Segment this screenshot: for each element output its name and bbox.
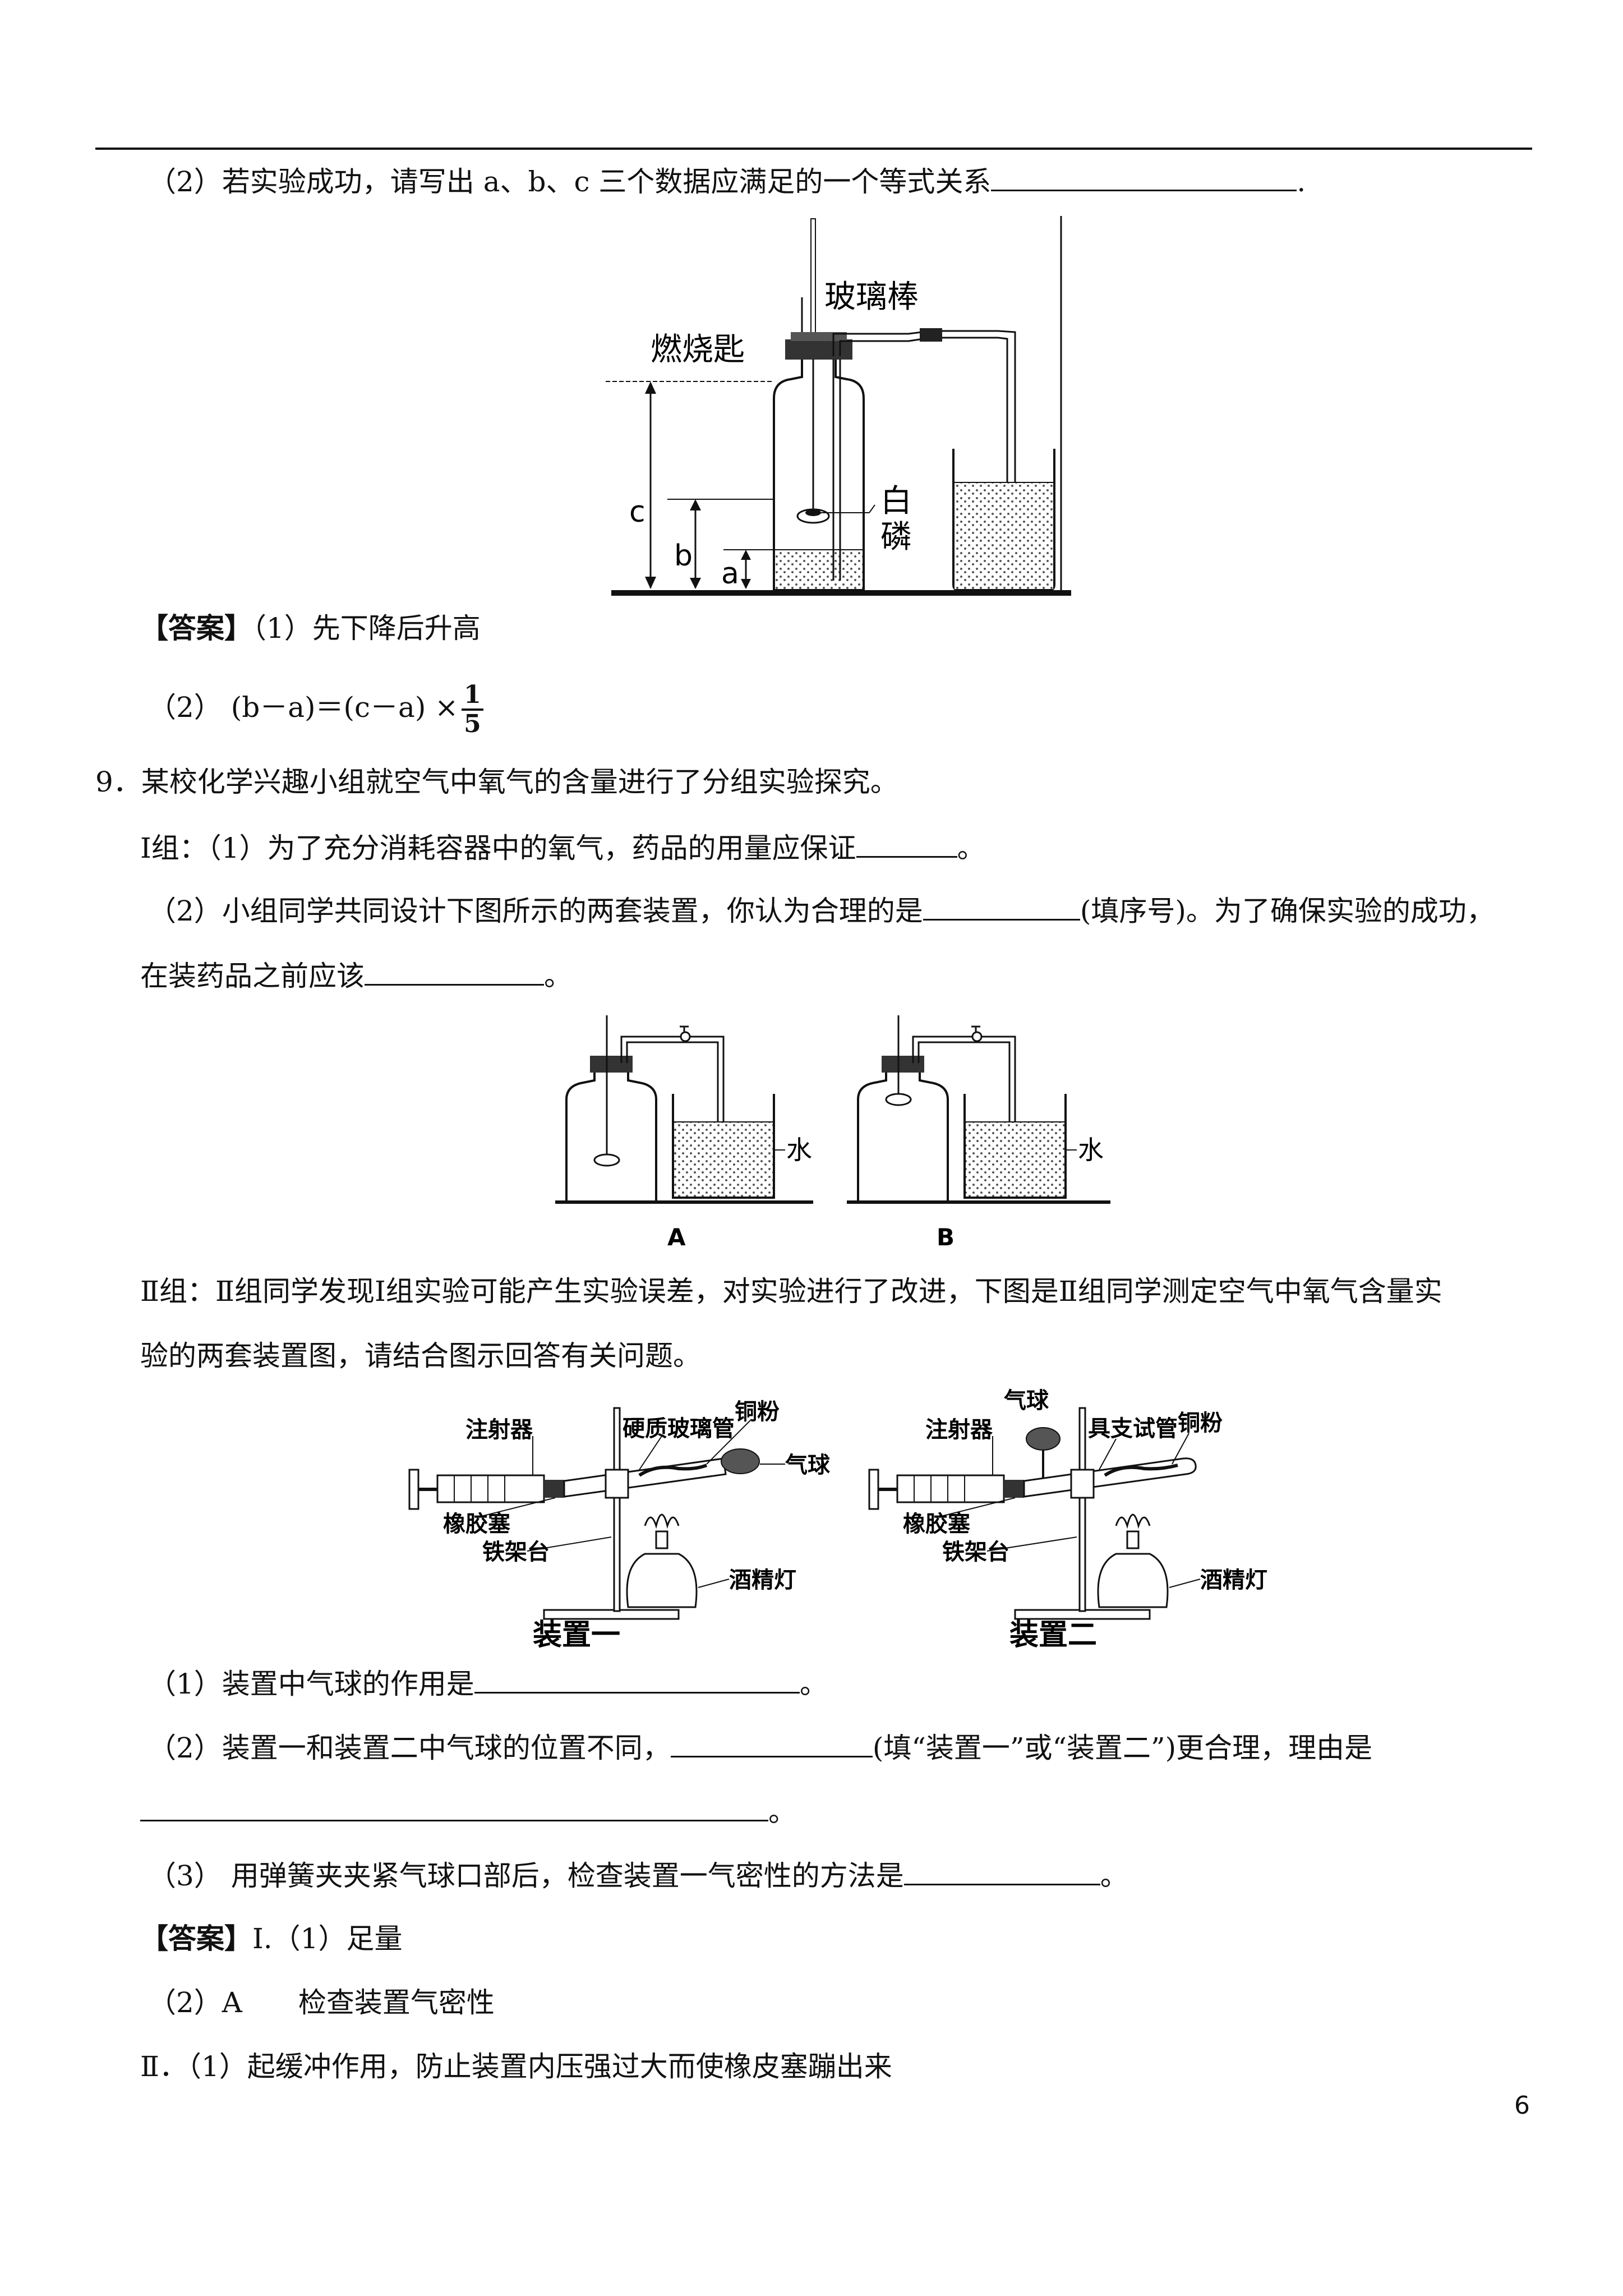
d2-caption: 装置二 [1009, 1618, 1097, 1652]
label-phosphorus-1: 白 [880, 483, 912, 519]
punct: 。 [1100, 1860, 1128, 1892]
label-b-caption: B [937, 1223, 955, 1251]
q9-g2-intro-2: 验的两套装置图，请结合图示回答有关问题。 [140, 1340, 701, 1372]
q9-answer-3: Ⅱ．（1）起缓冲作用，防止装置内压强过大而使橡皮塞蹦出来 [140, 2050, 892, 2083]
devices-figure: 注射器 硬质玻璃管 铜粉 气球 橡胶塞 铁架台 酒精灯 装置一 [393, 1386, 1279, 1655]
q9-g2-q2-line: （2）装置一和装置二中气球的位置不同， (填“装置一”或“装置二”)更合理，理由是 [148, 1729, 1372, 1766]
d1-label-syringe: 注射器 [465, 1417, 533, 1443]
label-a-caption: A [667, 1223, 686, 1251]
q8-answer-1-line: 【答案】（1）先下降后升高 [140, 610, 481, 646]
d2-label-syringe: 注射器 [925, 1417, 993, 1443]
d1-label-balloon: 气球 [785, 1452, 831, 1478]
d1-label-tube: 硬质玻璃管 [623, 1416, 735, 1442]
answer-blank[interactable] [856, 829, 957, 858]
q8-answer-1: （1）先下降后升高 [252, 612, 481, 645]
d2-label-stopper: 橡胶塞 [903, 1511, 970, 1537]
d1-label-stand: 铁架台 [482, 1539, 550, 1565]
answer-blank[interactable] [474, 1665, 800, 1694]
apparatus-b: 水 B [857, 1015, 1104, 1251]
fraction-numerator: 1 [462, 682, 483, 711]
q9-g2-q3-line: （3） 用弹簧夹夹紧气球口部后，检查装置一气密性的方法是 。 [148, 1857, 1128, 1894]
punct: 。 [799, 1668, 828, 1700]
label-glass-rod: 玻璃棒 [824, 279, 919, 315]
q9-stem: 9．某校化学兴趣小组就空气中氧气的含量进行了分组实验探究。 [95, 766, 898, 798]
apparatus-ab-figure: 水 A 水 B [555, 1010, 1116, 1257]
phosphorus-bottle-figure: 玻璃棒 燃烧匙 白 磷 c b a [606, 213, 1088, 606]
d1-caption: 装置一 [533, 1618, 620, 1652]
d2-label-lamp: 酒精灯 [1200, 1567, 1267, 1593]
d1-label-copper: 铜粉 [735, 1399, 780, 1425]
q9-g1-q2-mid: (填序号)。为了确保实验的成功， [1080, 895, 1495, 927]
header-rule [95, 148, 1532, 150]
device-two: 气球 注射器 具支试管 铜粉 橡胶塞 铁架台 酒精灯 装置二 [868, 1388, 1267, 1652]
q8-answer-2: （2） (b－a)＝(c－a) × [148, 691, 459, 724]
q8-part2-line: （2）若实验成功，请写出 a、b、c 三个数据应满足的一个等式关系. [148, 163, 1306, 200]
label-c: c [629, 495, 645, 529]
label-b: b [674, 539, 693, 573]
d2-label-tube: 具支试管 [1088, 1416, 1178, 1442]
q9-g1-q2: （2）小组同学共同设计下图所示的两套装置，你认为合理的是 [148, 895, 923, 927]
answer-tag: 【答案】 [140, 1922, 252, 1955]
q8-part2-end: . [1297, 165, 1306, 198]
fraction-denominator: 5 [464, 710, 481, 738]
q9-g2-q3: （3） 用弹簧夹夹紧气球口部后，检查装置一气密性的方法是 [148, 1860, 904, 1892]
q9-g2-q1-line: （1）装置中气球的作用是 。 [148, 1665, 828, 1702]
answer-blank[interactable] [140, 1793, 768, 1821]
d1-label-stopper: 橡胶塞 [443, 1511, 510, 1537]
label-water-b: 水 [1078, 1135, 1104, 1165]
punct: 。 [768, 1796, 796, 1828]
d2-label-copper: 铜粉 [1178, 1410, 1223, 1436]
answer-blank[interactable] [365, 957, 544, 986]
q9-g1-q2-line2-text: 在装药品之前应该 [140, 960, 365, 992]
answer-blank[interactable] [923, 892, 1080, 921]
answer-tag: 【答案】 [140, 611, 252, 645]
label-phosphorus-2: 磷 [880, 519, 912, 555]
q9-g2-q2-line2: 。 [140, 1793, 796, 1830]
d2-label-stand: 铁架台 [942, 1539, 1009, 1565]
apparatus-a: 水 A [565, 1015, 812, 1251]
q9-g1-q2-line2: 在装药品之前应该 。 [140, 957, 572, 994]
d2-label-balloon: 气球 [1004, 1388, 1049, 1414]
q9-answer-1: Ⅰ.（1）足量 [252, 1922, 403, 1955]
label-water-a: 水 [786, 1135, 812, 1165]
q8-part2-text: （2）若实验成功，请写出 a、b、c 三个数据应满足的一个等式关系 [148, 165, 992, 198]
answer-blank[interactable] [903, 1857, 1100, 1885]
punct: 。 [544, 960, 572, 992]
label-spoon: 燃烧匙 [651, 332, 745, 368]
q9-g2-q2-mid: (填“装置一”或“装置二”)更合理，理由是 [872, 1732, 1373, 1764]
q9-g2-q1: （1）装置中气球的作用是 [148, 1668, 474, 1700]
punct: 。 [957, 832, 985, 864]
answer-blank[interactable] [670, 1729, 873, 1757]
answer-blank[interactable] [991, 163, 1297, 191]
d1-label-lamp: 酒精灯 [729, 1567, 796, 1593]
q9-g2-intro-1: Ⅱ组：Ⅱ组同学发现Ⅰ组实验可能产生实验误差，对实验进行了改进，下图是Ⅱ组同学测定… [140, 1275, 1442, 1308]
page-number: 6 [1514, 2091, 1530, 2120]
q9-g1-q1: Ⅰ组：（1）为了充分消耗容器中的氧气，药品的用量应保证 [140, 832, 856, 864]
device-one: 注射器 硬质玻璃管 铜粉 气球 橡胶塞 铁架台 酒精灯 装置一 [408, 1399, 831, 1652]
q9-answer-2: （2）A 检查装置气密性 [148, 1986, 495, 2019]
q9-g2-q2: （2）装置一和装置二中气球的位置不同， [148, 1732, 671, 1764]
label-a: a [721, 557, 739, 591]
q9-g1-q2-line: （2）小组同学共同设计下图所示的两套装置，你认为合理的是 (填序号)。为了确保实验… [148, 892, 1495, 929]
q9-g1-q1-line: Ⅰ组：（1）为了充分消耗容器中的氧气，药品的用量应保证 。 [140, 829, 985, 866]
q9-answer-1-line: 【答案】Ⅰ.（1）足量 [140, 1921, 402, 1957]
